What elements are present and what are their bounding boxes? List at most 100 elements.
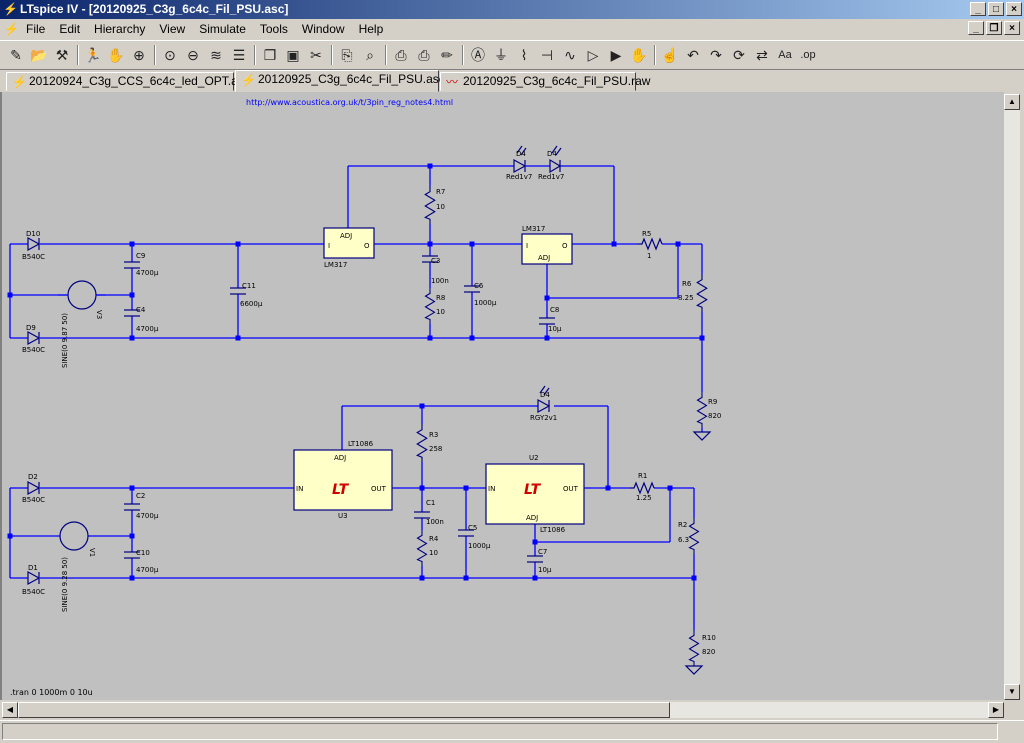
toolbar-separator	[77, 45, 79, 65]
document-system-menu-icon[interactable]: ⚡	[4, 22, 19, 36]
diode-d10[interactable]	[27, 236, 41, 252]
horizontal-scroll-thumb[interactable]	[18, 702, 670, 718]
capacitor-c3[interactable]	[422, 255, 438, 263]
spice-directive-icon[interactable]: .op	[800, 49, 816, 61]
resistor-r10[interactable]	[688, 629, 700, 667]
resistor-r1[interactable]	[630, 481, 655, 495]
tab-fil-psu-asc[interactable]: ⚡ 20120925_C3g_6c4c_Fil_PSU.asc	[235, 70, 445, 92]
resistor-r5[interactable]	[638, 237, 663, 251]
zoom-out-icon[interactable]: ⊖	[187, 47, 199, 63]
diode-d2[interactable]	[27, 480, 41, 496]
diode-d9[interactable]	[27, 330, 41, 346]
url-comment[interactable]: http://www.acoustica.org.uk/t/3pin_reg_n…	[246, 98, 453, 107]
menu-help[interactable]: Help	[358, 22, 384, 36]
lm317-right[interactable]: I O ADJ LM317	[521, 225, 573, 265]
menu-window[interactable]: Window	[301, 22, 345, 36]
schematic-drawing[interactable]: http://www.acoustica.org.uk/t/3pin_reg_n…	[2, 92, 1004, 700]
resistor-r9[interactable]	[696, 391, 708, 429]
menu-hierarchy[interactable]: Hierarchy	[94, 22, 146, 36]
lt1086-u3[interactable]: IN OUT ADJ LT LT1086 U3	[293, 440, 393, 520]
capacitor-c5[interactable]	[458, 529, 474, 537]
ground-icon[interactable]	[684, 665, 704, 675]
label-net-icon[interactable]: Ⓐ	[471, 47, 485, 63]
find-icon[interactable]: ⌕	[366, 47, 374, 63]
new-schematic-icon[interactable]: ✎	[10, 47, 22, 63]
scroll-left-button[interactable]: ◀	[2, 702, 18, 718]
diode-d1[interactable]	[27, 570, 41, 586]
drag-icon[interactable]: ☝	[661, 47, 679, 63]
ltspice-app-icon[interactable]: ⚡	[3, 2, 18, 16]
rotate-icon[interactable]: ⟳	[733, 47, 745, 63]
schematic-canvas[interactable]: http://www.acoustica.org.uk/t/3pin_reg_n…	[0, 92, 1004, 700]
resistor-icon[interactable]: ⌇	[520, 47, 528, 63]
zoom-in-icon[interactable]: ⊕	[133, 47, 145, 63]
scroll-up-button[interactable]: ▲	[1004, 94, 1020, 110]
scroll-right-button[interactable]: ▶	[988, 702, 1004, 718]
open-icon[interactable]: 📂	[30, 47, 48, 63]
led-red2[interactable]	[549, 145, 562, 174]
doc-minimize-button[interactable]: _	[968, 21, 984, 35]
close-button[interactable]: ×	[1006, 2, 1022, 16]
print-icon[interactable]: ⎙	[418, 47, 430, 63]
capacitor-c7[interactable]	[527, 555, 543, 563]
text-icon[interactable]: Aa	[778, 49, 792, 61]
capacitor-c2[interactable]	[124, 503, 140, 511]
resistor-r4[interactable]	[416, 529, 428, 567]
lt1086-u2[interactable]: IN OUT ADJ LT U2 LT1086	[485, 454, 585, 534]
voltage-source-v3[interactable]	[58, 280, 106, 310]
zoom-full-icon[interactable]: ⊙	[164, 47, 176, 63]
resistor-r7[interactable]	[424, 185, 436, 225]
scroll-down-button[interactable]: ▼	[1004, 684, 1020, 700]
menu-simulate[interactable]: Simulate	[199, 22, 246, 36]
copy-icon[interactable]: ⎘	[341, 47, 353, 63]
capacitor-c6[interactable]	[464, 285, 480, 293]
halt-icon[interactable]: ✋	[107, 47, 125, 63]
tab-ccs-led-opt[interactable]: ⚡ 20120924_C3g_CCS_6c4c_led_OPT.asc	[6, 72, 250, 91]
capacitor-c1[interactable]	[414, 511, 430, 519]
capacitor-c11[interactable]	[230, 287, 246, 295]
voltage-source-v1[interactable]	[59, 521, 89, 551]
mirror-icon[interactable]: ⇄	[756, 47, 768, 63]
menu-tools[interactable]: Tools	[259, 22, 288, 36]
undo-icon[interactable]: ↶	[687, 47, 699, 63]
autorange-icon[interactable]: ≋	[210, 47, 222, 63]
capacitor-c4[interactable]	[124, 309, 140, 317]
resistor-r3[interactable]	[416, 423, 428, 463]
capacitor-c8[interactable]	[539, 317, 555, 325]
resistor-r8[interactable]	[424, 287, 436, 325]
doc-close-button[interactable]: ×	[1004, 21, 1020, 35]
ground-icon[interactable]	[692, 431, 712, 441]
ground-icon[interactable]: ⏚	[494, 47, 508, 63]
redo-icon[interactable]: ↷	[710, 47, 722, 63]
capacitor-icon[interactable]: ⊣	[540, 47, 554, 63]
resistor-r6[interactable]	[696, 273, 708, 313]
diode-icon[interactable]: ▷	[587, 47, 599, 63]
led-rgy[interactable]	[537, 385, 551, 414]
menu-file[interactable]: File	[26, 22, 46, 36]
draw-wire-icon[interactable]: ✏	[441, 47, 453, 63]
lm317-left[interactable]: I ADJ O LM317	[323, 227, 375, 269]
component-icon[interactable]: ▶	[610, 47, 622, 63]
doc-restore-button[interactable]: ❐	[986, 21, 1002, 35]
close-window-icon[interactable]: ▣	[286, 47, 300, 63]
svg-text:B540C: B540C	[22, 588, 45, 596]
menu-edit[interactable]: Edit	[59, 22, 81, 36]
maximize-button[interactable]: □	[988, 2, 1004, 16]
capacitor-c9[interactable]	[124, 261, 140, 269]
minimize-button[interactable]: _	[970, 2, 986, 16]
tab-fil-psu-raw[interactable]: 〰 20120925_C3g_6c4c_Fil_PSU.raw	[440, 72, 650, 91]
vertical-scrollbar[interactable]: ▲ ▼	[1004, 94, 1020, 700]
print-setup-icon[interactable]: ⎙	[395, 47, 407, 63]
tile-windows-icon[interactable]: ☰	[232, 47, 246, 63]
horizontal-scrollbar[interactable]: ◀ ▶	[2, 702, 1004, 718]
cascade-icon[interactable]: ❐	[263, 47, 277, 63]
spice-directive[interactable]: .tran 0 1000m 0 10u	[10, 688, 93, 697]
resistor-r2[interactable]	[688, 517, 700, 555]
cut-icon[interactable]: ✂	[310, 47, 322, 63]
menu-view[interactable]: View	[159, 22, 186, 36]
move-icon[interactable]: ✋	[630, 47, 648, 63]
capacitor-c10[interactable]	[124, 551, 140, 559]
inductor-icon[interactable]: ∿	[564, 47, 576, 63]
control-panel-icon[interactable]: ⚒	[55, 47, 69, 63]
run-icon[interactable]: 🏃	[84, 47, 102, 63]
